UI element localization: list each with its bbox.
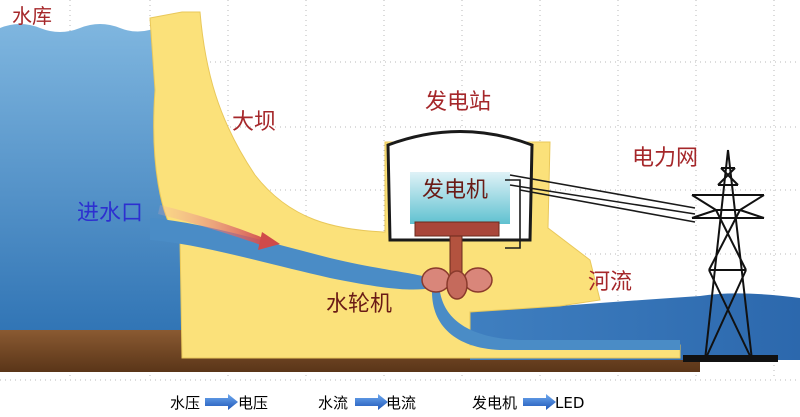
legend-item-generator: 发电机 LED — [472, 392, 584, 413]
legend-from: 水流 — [318, 394, 349, 412]
flow-arrowhead — [258, 232, 280, 250]
label-reservoir: 水库 — [12, 4, 52, 28]
penstock — [150, 218, 432, 290]
legend-item-pressure: 水压 电压 — [170, 392, 268, 413]
tower-base — [683, 355, 778, 362]
label-water-intake: 进水口 — [77, 201, 144, 226]
turbine-shaft — [449, 235, 463, 277]
reservoir-water — [0, 24, 200, 340]
label-turbine: 水轮机 — [326, 292, 393, 317]
label-river: 河流 — [588, 270, 633, 295]
label-dam: 大坝 — [232, 110, 277, 135]
legend-arrows — [205, 394, 556, 410]
rotor-disk — [414, 221, 500, 237]
legend-to: LED — [555, 394, 585, 412]
legend-to: 电压 — [238, 394, 269, 412]
flow-arrow — [158, 205, 268, 246]
ground — [0, 330, 700, 372]
legend-from: 发电机 — [472, 394, 518, 412]
label-power-grid: 电力网 — [632, 146, 699, 171]
power-cables — [505, 174, 696, 249]
legend-arrow-2 — [355, 394, 388, 410]
label-generator: 发电机 — [422, 178, 489, 203]
legend-from: 水压 — [170, 394, 201, 412]
legend-arrow-3 — [523, 394, 556, 410]
legend-to: 电流 — [386, 394, 417, 412]
legend-item-flow: 水流 电流 — [318, 392, 416, 413]
legend-arrow-1 — [205, 394, 238, 410]
generator-body — [410, 172, 510, 224]
tailrace — [432, 292, 680, 350]
turbine-runner — [421, 267, 493, 300]
label-power-station: 发电站 — [425, 90, 492, 115]
